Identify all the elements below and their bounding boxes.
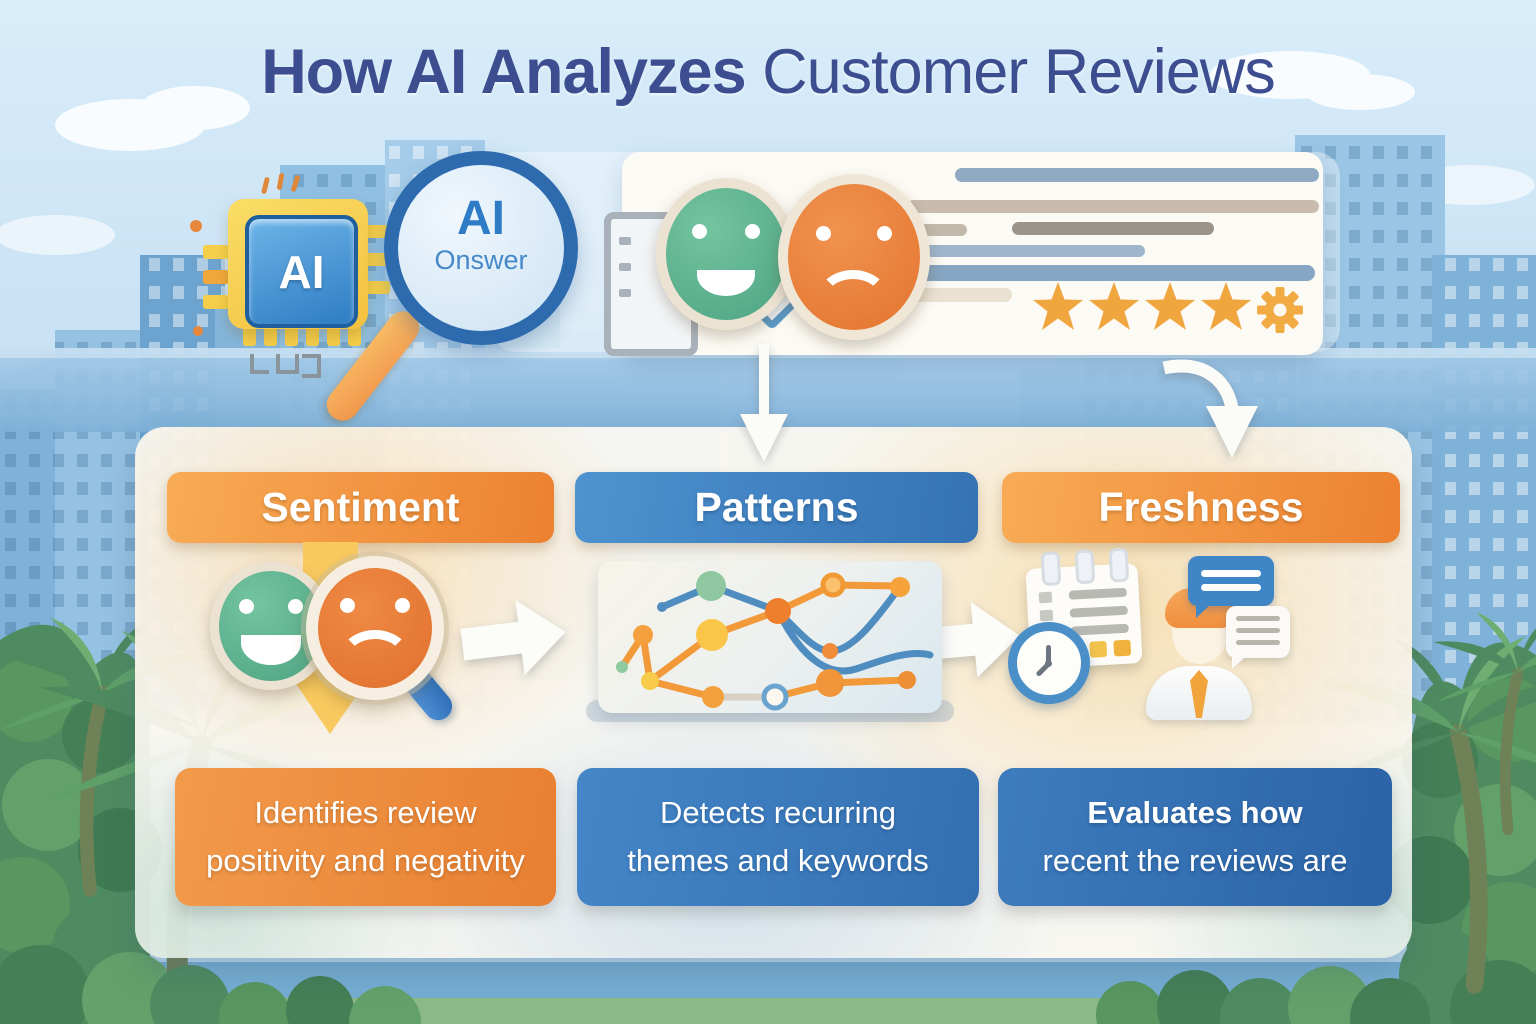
patterns-chart-card bbox=[598, 561, 942, 713]
chip-label: AI bbox=[245, 215, 358, 328]
header-sentiment: Sentiment bbox=[167, 472, 554, 543]
description-line: Evaluates how bbox=[1087, 794, 1303, 830]
down-arrow bbox=[740, 344, 788, 462]
review-text-line bbox=[1012, 222, 1214, 235]
chip-caption-glyph bbox=[302, 354, 321, 378]
star-rating bbox=[1033, 282, 1303, 333]
header-freshness: Freshness bbox=[1002, 472, 1400, 543]
description-patterns: Detects recurring themes and keywords bbox=[577, 768, 979, 906]
magnifier-title: AI bbox=[457, 192, 505, 245]
page-title-emphasis: How AI Analyzes bbox=[261, 37, 746, 107]
chat-bubble-icon bbox=[1226, 606, 1290, 669]
clock-icon bbox=[1008, 622, 1090, 704]
header-patterns: Patterns bbox=[575, 472, 978, 543]
flow-arrow-right bbox=[460, 599, 566, 676]
description-sentiment: Identifies review positivity and negativ… bbox=[175, 768, 556, 906]
right-greenery bbox=[1322, 612, 1536, 1024]
review-text-line bbox=[907, 200, 1319, 213]
chip-caption-glyph bbox=[250, 354, 269, 374]
magnifier-subtitle: Onswer bbox=[434, 245, 528, 275]
curved-down-arrow bbox=[1162, 359, 1258, 458]
bottom-trees bbox=[150, 965, 1430, 1024]
clouds bbox=[0, 51, 1535, 255]
description-line: Detects recurring bbox=[659, 794, 897, 830]
sad-face-icon bbox=[778, 174, 930, 340]
chat-bubble-icon bbox=[1188, 556, 1274, 618]
review-text-line bbox=[905, 265, 1315, 281]
page-title-rest: Customer Reviews bbox=[745, 37, 1276, 107]
review-text-line bbox=[955, 168, 1319, 182]
magnifier-lens: AI Onswer bbox=[384, 151, 578, 345]
description-line: themes and keywords bbox=[627, 843, 929, 878]
description-line: recent the reviews are bbox=[1042, 843, 1348, 878]
happy-face-icon bbox=[656, 178, 796, 330]
tie bbox=[1190, 670, 1208, 718]
chip-caption-glyph bbox=[276, 354, 299, 374]
description-line: Identifies review bbox=[254, 794, 477, 830]
person-body bbox=[1146, 666, 1252, 720]
gear-star-icon bbox=[1257, 287, 1303, 333]
line-chart-icon bbox=[616, 571, 934, 711]
page-title: How AI Analyzes Customer Reviews bbox=[0, 36, 1536, 108]
description-line: positivity and negativity bbox=[206, 843, 525, 878]
sad-face-in-magnifier-icon bbox=[306, 556, 444, 700]
review-text-line bbox=[907, 245, 1145, 257]
description-freshness: Evaluates how recent the reviews are bbox=[998, 768, 1392, 906]
